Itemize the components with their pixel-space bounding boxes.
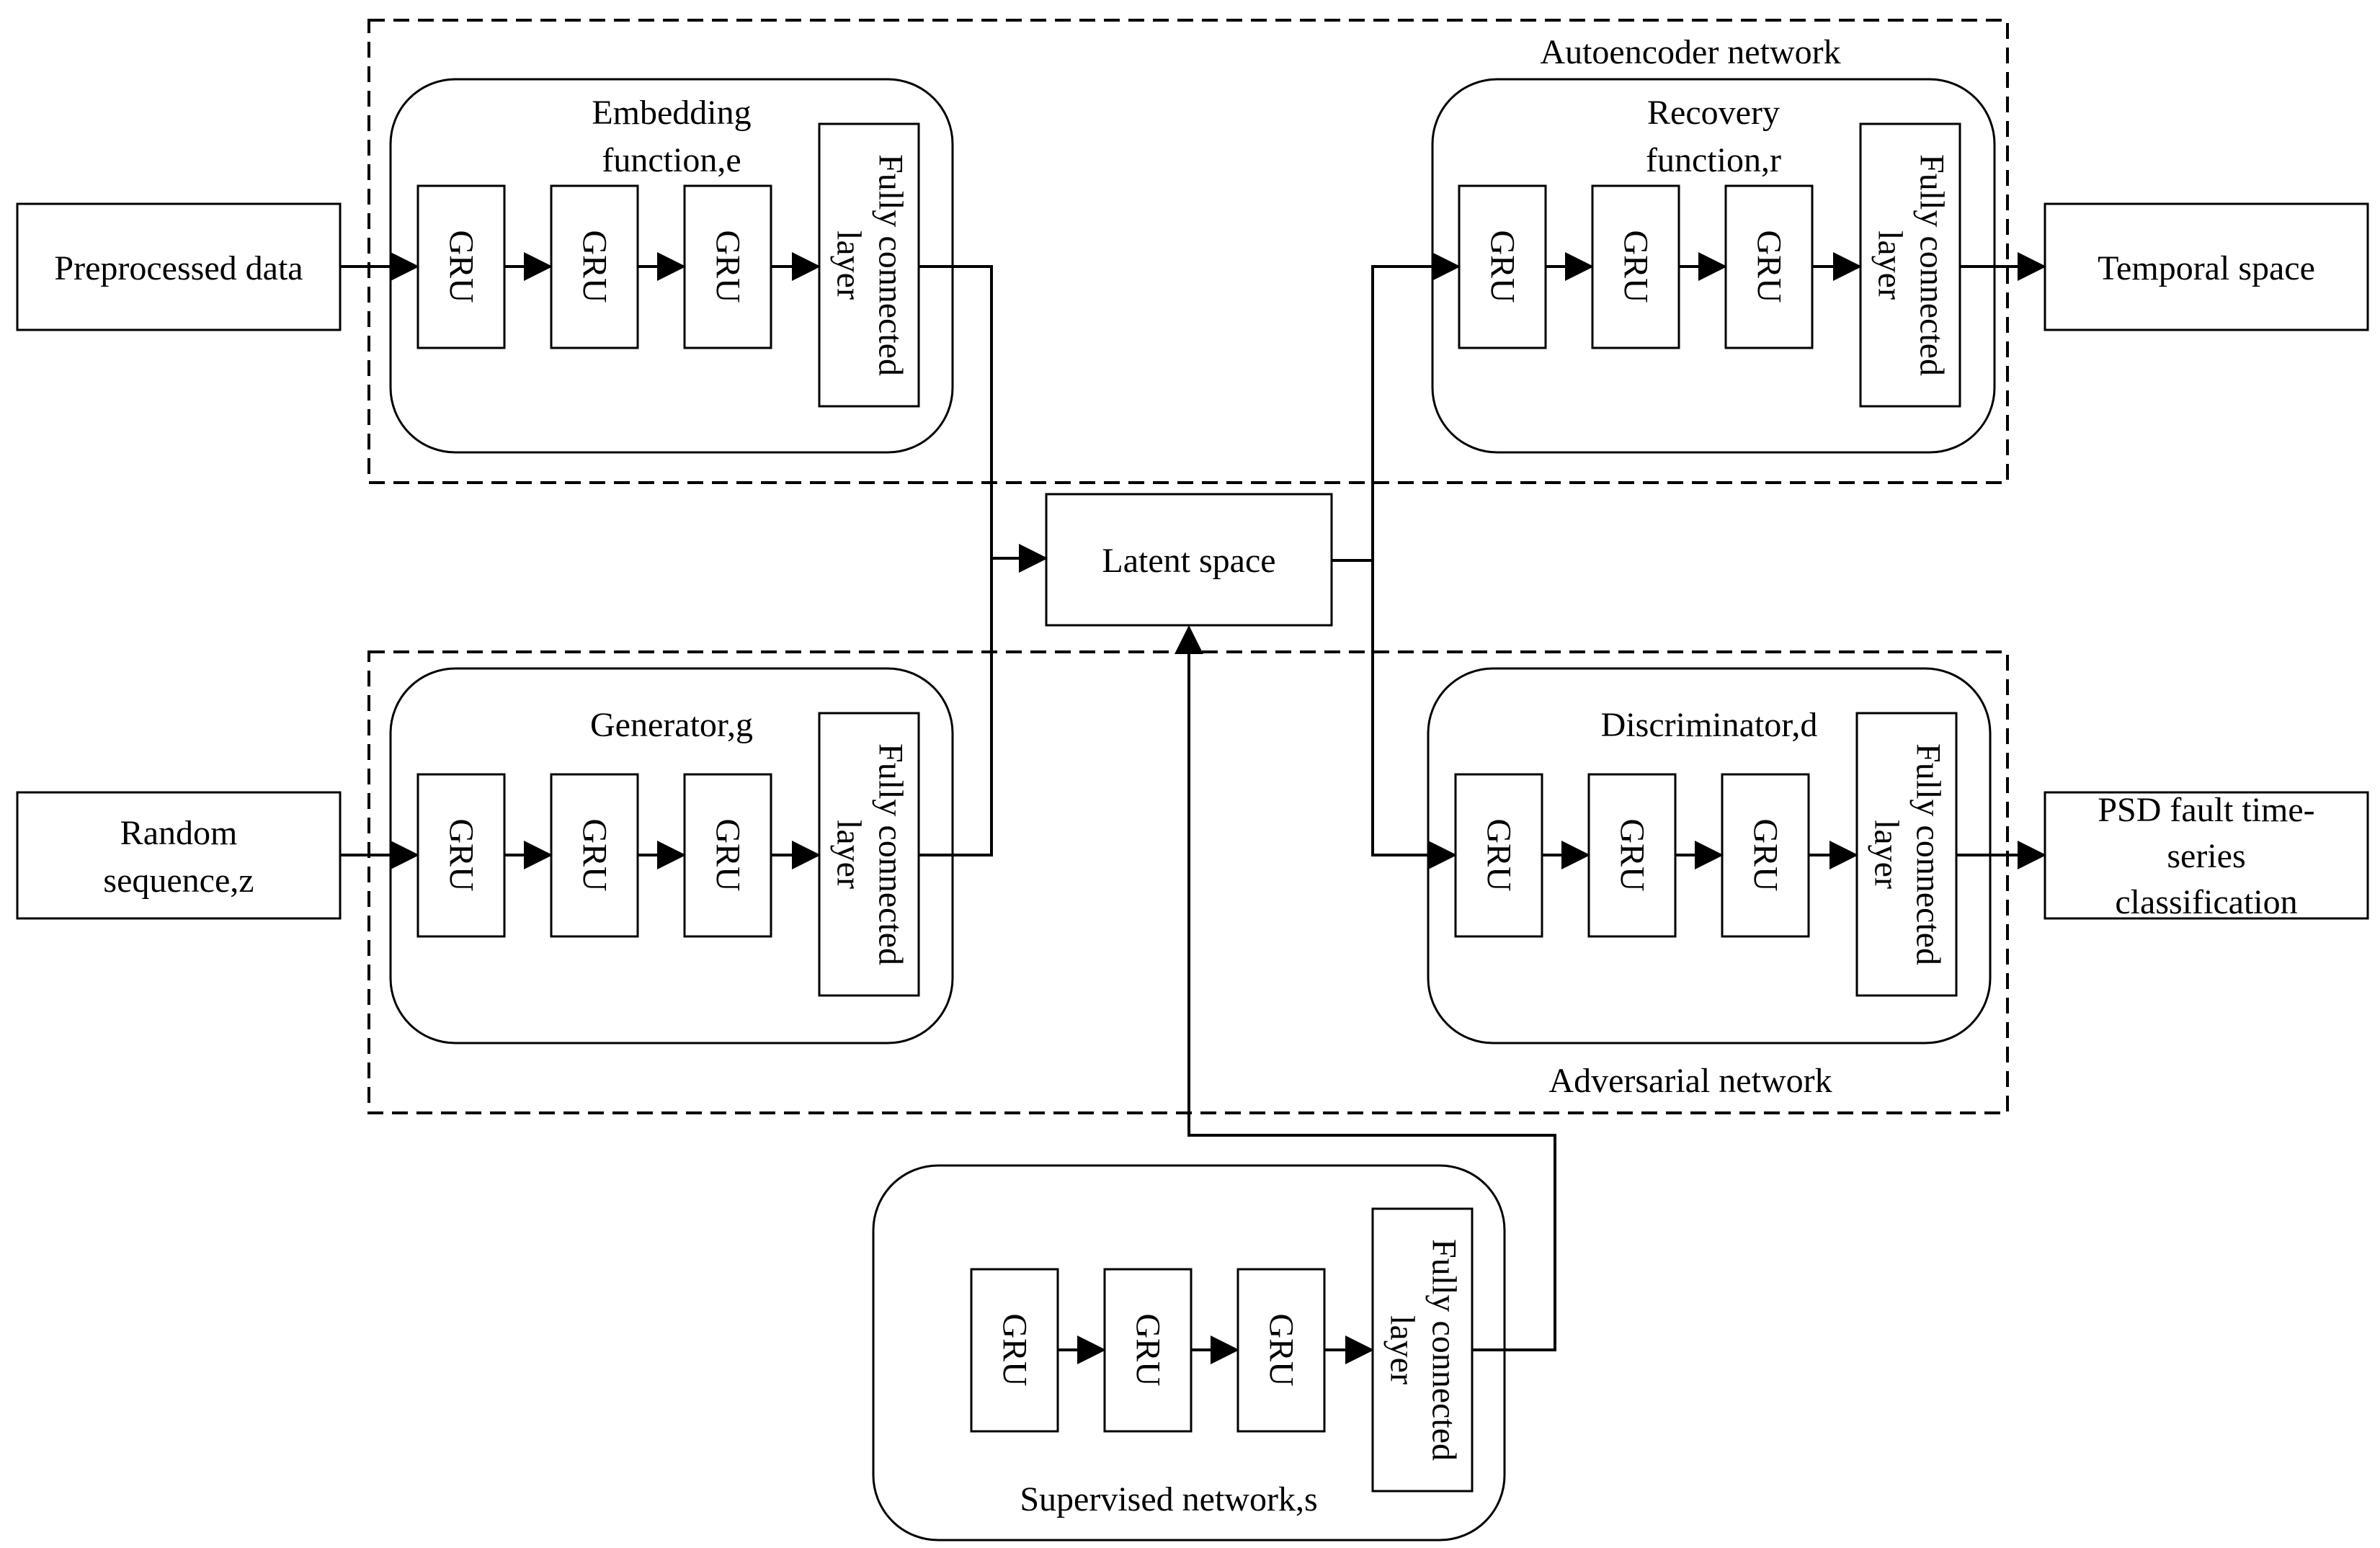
random-sequence-label-1: Random [120,814,238,852]
arrow-supervised-to-latent [1175,625,1556,1351]
embedding-gru-1-label: GRU [442,230,481,303]
psd-classification-label-2: series [2167,837,2245,875]
discriminator-gru-1: GRU [1454,773,1543,938]
discriminator-fully-connected-layer: Fully connected layer [1855,712,1958,997]
embedding-gru-3: GRU [683,184,772,349]
preprocessed-data-label: Preprocessed data [54,249,303,287]
recovery-fc-label-1: Fully connected [1913,154,1951,376]
embedding-fully-connected-layer: Fully connected layer [818,122,920,408]
latent-space-label: Latent space [1102,542,1275,580]
supervised-gru-2-label: GRU [1129,1313,1167,1386]
embedding-gru-1: GRU [416,184,506,349]
discriminator-gru-3: GRU [1721,773,1810,938]
random-sequence-label-2: sequence,z [103,862,254,900]
embedding-fc-label-2: layer [830,231,868,300]
supervised-fully-connected-layer: Fully connected layer [1371,1207,1474,1493]
discriminator-gru-2-label: GRU [1613,818,1652,891]
supervised-gru-3-label: GRU [1262,1313,1301,1386]
embedding-title-1: Embedding [592,94,751,132]
supervised-title: Supervised network,s [1020,1480,1317,1518]
supervised-fc-label-2: layer [1383,1315,1422,1384]
generator-gru-3: GRU [683,773,772,938]
generator-title: Generator,g [590,706,753,744]
discriminator-gru-2: GRU [1587,773,1677,938]
random-sequence-box [16,791,342,920]
embedding-gru-2: GRU [550,184,639,349]
autoencoder-region-label: Autoencoder network [1540,33,1840,71]
arrow-generator-to-latent [919,544,1048,856]
temporal-space-label: Temporal space [2098,249,2315,287]
recovery-title-2: function,r [1646,141,1781,179]
discriminator-title: Discriminator,d [1601,706,1818,744]
recovery-title-1: Recovery [1647,94,1780,132]
recovery-gru-3-label: GRU [1750,230,1788,303]
recovery-gru-2: GRU [1591,184,1680,349]
supervised-gru-1: GRU [970,1268,1059,1433]
discriminator-gru-3-label: GRU [1747,818,1785,891]
supervised-gru-1-label: GRU [996,1313,1034,1386]
generator-fully-connected-layer: Fully connected layer [818,712,920,997]
psd-classification-box [2043,791,2369,920]
discriminator-fc-label-1: Fully connected [1909,743,1948,965]
generator-gru-1-label: GRU [442,818,481,891]
recovery-gru-3: GRU [1724,184,1814,349]
embedding-title-2: function,e [602,141,741,179]
recovery-gru-1: GRU [1458,184,1547,349]
generator-gru-3-label: GRU [709,818,747,891]
generator-gru-2-label: GRU [576,818,614,891]
recovery-fc-label-2: layer [1871,231,1909,300]
supervised-gru-2: GRU [1103,1268,1193,1433]
psd-classification-label-3: classification [2115,883,2297,921]
discriminator-fc-label-2: layer [1868,820,1906,889]
recovery-fully-connected-layer: Fully connected layer [1859,122,1961,408]
psd-classification-label-1: PSD fault time- [2098,791,2314,829]
generator-gru-1: GRU [416,773,506,938]
adversarial-region-label: Adversarial network [1548,1062,1832,1100]
recovery-gru-2-label: GRU [1617,230,1655,303]
arrow-latent-to-discriminator [1371,560,1457,869]
discriminator-gru-1-label: GRU [1480,818,1518,891]
embedding-fc-label-1: Fully connected [872,154,910,376]
autoencoder-region [367,19,2009,484]
generator-fc-label-2: layer [830,820,868,889]
generator-fc-label-1: Fully connected [872,743,910,965]
arrow-latent-to-recovery [1332,252,1461,562]
preprocessed-data-box [16,202,342,331]
generator-gru-2: GRU [550,773,639,938]
supervised-gru-3: GRU [1236,1268,1326,1433]
embedding-gru-3-label: GRU [709,230,747,303]
recovery-gru-1-label: GRU [1484,230,1522,303]
embedding-gru-2-label: GRU [576,230,614,303]
supervised-fc-label-1: Fully connected [1425,1239,1463,1461]
temporal-space-box [2043,202,2369,331]
